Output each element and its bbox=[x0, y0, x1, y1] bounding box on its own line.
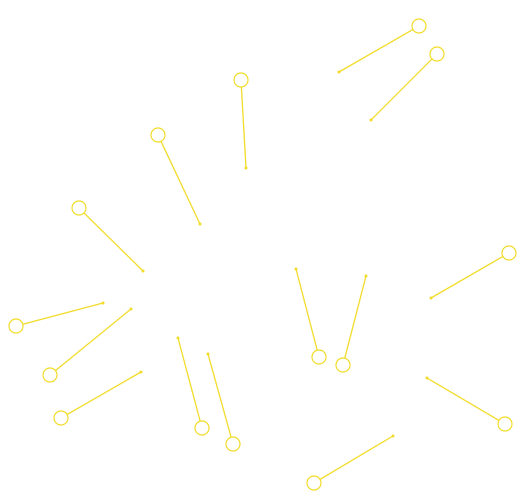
callout-circle-4 bbox=[150, 127, 166, 143]
callout-circle-11 bbox=[53, 410, 69, 426]
leader-line-6 bbox=[430, 255, 504, 299]
callout-9 bbox=[294, 267, 327, 365]
callout-12 bbox=[176, 336, 210, 436]
callout-circle-3 bbox=[233, 72, 249, 88]
callout-14 bbox=[425, 376, 513, 432]
callout-10 bbox=[335, 274, 368, 373]
leader-line-15 bbox=[319, 435, 394, 481]
callout-circle-7 bbox=[8, 318, 24, 334]
leader-tip-7 bbox=[101, 301, 105, 305]
leader-tip-11 bbox=[139, 370, 143, 374]
callout-circle-2 bbox=[429, 46, 445, 62]
leader-tip-8 bbox=[129, 307, 133, 311]
callout-circle-8 bbox=[42, 367, 58, 383]
callout-3 bbox=[233, 72, 249, 170]
callout-6 bbox=[429, 245, 517, 300]
leader-line-12 bbox=[177, 337, 201, 422]
callout-15 bbox=[306, 434, 395, 491]
leader-tip-3 bbox=[244, 166, 248, 170]
callout-circle-6 bbox=[501, 245, 517, 261]
callout-13 bbox=[206, 352, 241, 452]
leader-line-4 bbox=[160, 140, 201, 225]
callout-circle-12 bbox=[194, 420, 210, 436]
callout-7 bbox=[8, 301, 105, 334]
callout-11 bbox=[53, 370, 143, 426]
callout-circle-1 bbox=[411, 18, 427, 34]
callout-5 bbox=[71, 200, 145, 273]
callout-circle-9 bbox=[311, 349, 327, 365]
leader-line-9 bbox=[295, 268, 318, 351]
leader-line-11 bbox=[66, 371, 142, 416]
leader-line-7 bbox=[22, 302, 104, 325]
leader-tip-5 bbox=[141, 269, 145, 273]
callout-circle-10 bbox=[335, 357, 351, 373]
leader-tip-1 bbox=[337, 70, 341, 74]
leader-line-10 bbox=[344, 275, 367, 359]
leader-tip-15 bbox=[391, 434, 395, 438]
leader-line-8 bbox=[54, 308, 132, 372]
callout-2 bbox=[369, 46, 445, 122]
callout-1 bbox=[337, 18, 427, 74]
leader-line-1 bbox=[338, 28, 414, 73]
leader-line-3 bbox=[240, 86, 247, 169]
leader-tip-10 bbox=[364, 274, 368, 278]
leader-tip-14 bbox=[425, 376, 429, 380]
leader-tip-4 bbox=[198, 222, 202, 226]
leader-line-13 bbox=[207, 353, 232, 438]
callout-circle-5 bbox=[71, 200, 87, 216]
callout-4 bbox=[150, 127, 202, 226]
callout-8 bbox=[42, 307, 133, 383]
callout-circle-14 bbox=[497, 416, 513, 432]
leader-line-5 bbox=[83, 212, 144, 272]
leader-tip-12 bbox=[176, 336, 180, 340]
callout-circle-15 bbox=[306, 475, 322, 491]
leader-tip-2 bbox=[369, 118, 373, 122]
leader-tip-13 bbox=[206, 352, 210, 356]
callout-circle-13 bbox=[225, 436, 241, 452]
leader-tip-6 bbox=[429, 296, 433, 300]
leader-tip-9 bbox=[294, 267, 298, 271]
leader-line-2 bbox=[370, 58, 433, 121]
leader-line-14 bbox=[426, 377, 500, 422]
